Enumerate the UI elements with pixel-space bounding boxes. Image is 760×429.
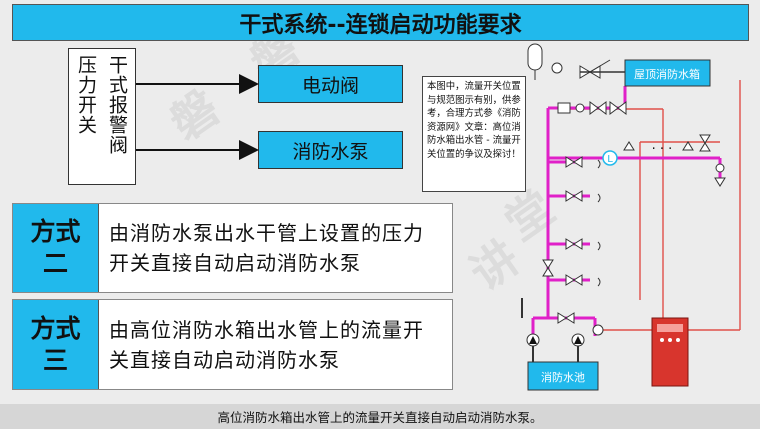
pressure-gauge-icon <box>551 62 563 74</box>
mode-two-text: 由消防水泵出水干管上设置的压力开关直接自动启动消防水泵 <box>109 221 424 275</box>
fire-pool <box>527 361 599 391</box>
fire-pumps-icon <box>526 333 585 347</box>
pump-outlet-gauge-icon <box>592 324 604 336</box>
valve-icons <box>542 134 711 324</box>
mode-two-tag-line1: 方式 <box>30 217 81 246</box>
flow-indicator-icon: L <box>602 150 618 166</box>
mode-three-tag-line1: 方式 <box>30 313 81 343</box>
mode-two-panel: 方式 二 由消防水泵出水干管上设置的压力开关直接自动启动消防水泵 <box>12 203 453 293</box>
mode-two-tag: 方式 二 <box>13 204 99 292</box>
supply-pipes <box>521 298 579 362</box>
flow-indicator-symbol: L <box>607 154 613 165</box>
roof-tank <box>624 59 711 87</box>
note-box: 本图中，流量开关位置与规范图示有别，供参考，合理方式参《消防资源网》文章：高位消… <box>422 76 526 192</box>
pipes <box>531 86 722 336</box>
pressure-switch-box: 干式报警阀 压力开关 <box>68 48 136 185</box>
fire-pool-label: 消防水池 <box>541 370 585 384</box>
mode-three-tag-line2: 三 <box>42 345 68 375</box>
pressure-tank-icon <box>527 43 543 80</box>
control-cabinet <box>651 317 689 387</box>
end-test-valve-icon <box>714 163 726 187</box>
signal-wires <box>568 80 741 331</box>
roof-tank-label: 屋顶消防水箱 <box>634 67 700 81</box>
mode-three-tag: 方式 三 <box>13 300 99 389</box>
check-valve-icon <box>579 59 625 79</box>
branch-ellipsis: · · · <box>652 142 673 157</box>
pressure-switch-label: 压力开关 <box>75 55 97 135</box>
slide: 磐 磐 讲 堂 干式系统--连锁启动功能要求 干式报警阀 压力开关 电动阀 消防… <box>12 4 749 391</box>
mode-three-panel: 方式 三 由高位消防水箱出水管上的流量开关直接自动启动消防水泵 <box>12 299 453 390</box>
flow-switch-icon <box>557 101 627 115</box>
mode-three-text: 由高位消防水箱出水管上的流量开关直接自动启动消防水泵 <box>109 317 424 372</box>
page-title: 干式系统--连锁启动功能要求 <box>12 4 749 41</box>
fire-pump-box: 消防水泵 <box>258 131 403 169</box>
caption: 高位消防水箱出水管上的流量开关直接自动启动消防水泵。 <box>0 404 760 429</box>
dry-alarm-valve-label: 干式报警阀 <box>106 55 128 155</box>
sprinkler-heads-icon <box>597 141 694 287</box>
mode-two-tag-line2: 二 <box>42 249 68 278</box>
electric-valve-box: 电动阀 <box>258 65 403 103</box>
system-diagram: 屋顶消防水箱 消防水池 <box>136 43 741 391</box>
